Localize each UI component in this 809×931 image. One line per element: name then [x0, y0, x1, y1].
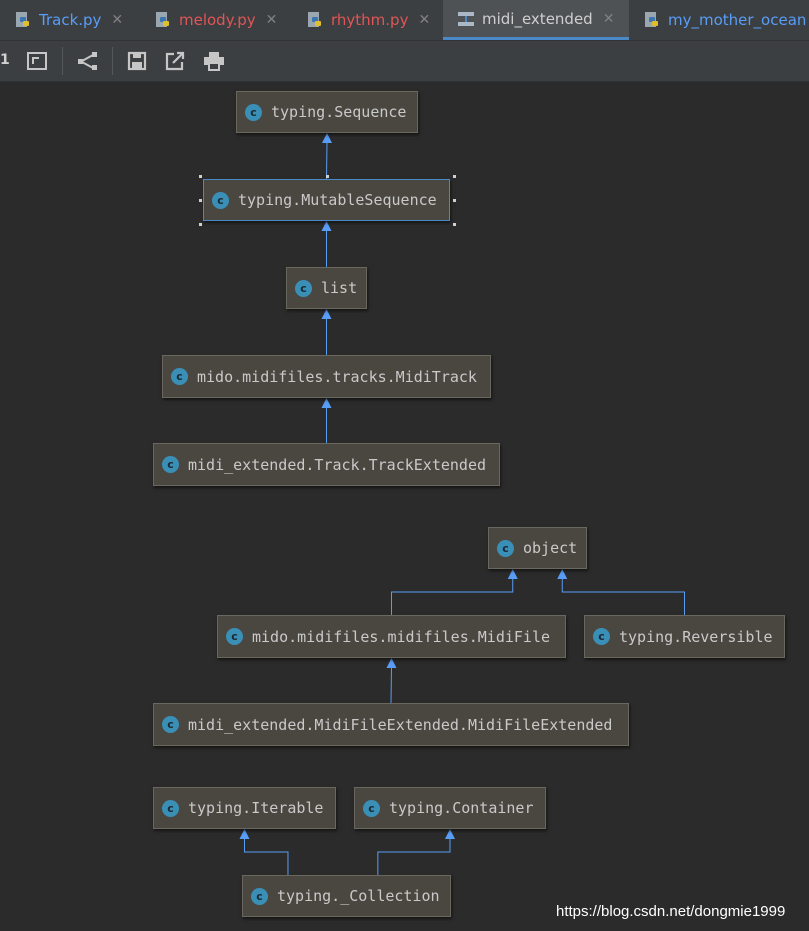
class-node-midifileextended[interactable]: c midi_extended.MidiFileExtended.MidiFil… [153, 703, 629, 746]
diagram-toolbar: 1 [0, 41, 809, 82]
class-name: object [523, 539, 578, 557]
layout-icon[interactable] [76, 51, 98, 71]
class-icon: c [363, 799, 380, 817]
tab-label: melody.py [179, 11, 256, 29]
class-node-object[interactable]: c object [488, 527, 587, 569]
diagram-file-icon [458, 11, 474, 26]
tab-label: Track.py [39, 11, 102, 29]
class-node-typing-sequence[interactable]: c typing.Sequence [236, 91, 418, 133]
tab-my-mother-ocean[interactable]: my_mother_ocean [629, 0, 809, 40]
class-icon: c [226, 628, 243, 645]
selection-handle[interactable] [326, 175, 329, 178]
close-icon[interactable]: ✕ [265, 12, 278, 28]
close-icon[interactable]: ✕ [602, 10, 615, 27]
selection-handle[interactable] [199, 223, 202, 226]
class-icon: c [295, 279, 312, 297]
python-file-icon [645, 12, 658, 27]
export-icon[interactable] [164, 51, 186, 71]
inheritance-edge [390, 665, 392, 704]
tab-label: my_mother_ocean [668, 11, 807, 29]
class-icon: c [497, 539, 514, 557]
arrowhead [321, 309, 332, 319]
class-node-typing-mutablesequence[interactable]: c typing.MutableSequence [203, 179, 450, 221]
class-name: midi_extended.MidiFileExtended.MidiFileE… [188, 715, 613, 734]
class-name: mido.midifiles.midifiles.MidiFile [252, 627, 551, 646]
class-node-typing-container[interactable]: c typing.Container [354, 787, 546, 829]
class-icon: c [171, 368, 188, 385]
class-icon: c [162, 456, 179, 473]
close-icon[interactable]: ✕ [111, 12, 124, 28]
selection-handle[interactable] [199, 199, 202, 202]
arrowhead [445, 829, 455, 839]
class-name: list [321, 279, 358, 297]
inheritance-edge [391, 577, 514, 615]
class-name: typing._Collection [277, 887, 440, 905]
class-node-miditrack[interactable]: c mido.midifiles.tracks.MidiTrack [162, 355, 491, 398]
inheritance-edges [239, 133, 685, 875]
selection-handle[interactable] [199, 175, 202, 178]
class-node-typing-iterable[interactable]: c typing.Iterable [153, 787, 336, 829]
python-file-icon [308, 12, 321, 27]
watermark: https://blog.csdn.net/dongmie1999 [556, 903, 786, 920]
class-node-typing-reversible[interactable]: c typing.Reversible [584, 615, 785, 658]
selection-handle[interactable] [453, 199, 456, 202]
class-icon: c [162, 799, 179, 817]
toolbar-separator [112, 47, 113, 75]
class-icon: c [212, 191, 229, 209]
actual-size-icon[interactable] [26, 51, 48, 71]
class-icon: c [251, 887, 268, 905]
class-icon: c [245, 103, 262, 121]
class-name: mido.midifiles.tracks.MidiTrack [197, 367, 477, 386]
inheritance-edge [561, 577, 685, 615]
class-icon: c [162, 716, 179, 733]
arrowhead [322, 133, 332, 143]
selection-handle[interactable] [453, 175, 456, 178]
arrowhead [321, 398, 332, 408]
tab-label: midi_extended [482, 9, 593, 28]
class-node-midifile[interactable]: c mido.midifiles.midifiles.MidiFile [217, 615, 566, 658]
class-name: typing.Sequence [271, 103, 407, 121]
class-name: midi_extended.Track.TrackExtended [188, 455, 487, 474]
arrowhead [557, 569, 568, 579]
arrowhead [386, 658, 397, 668]
tab-track-py[interactable]: Track.py ✕ [0, 0, 140, 40]
arrowhead [507, 569, 518, 579]
class-node-typing-collection[interactable]: c typing._Collection [242, 875, 451, 917]
class-name: typing.Iterable [188, 799, 324, 817]
python-file-icon [156, 12, 169, 27]
class-name: typing.Reversible [619, 627, 773, 646]
selection-handle[interactable] [453, 223, 456, 226]
tab-melody-py[interactable]: melody.py ✕ [140, 0, 292, 40]
class-name: typing.MutableSequence [238, 191, 437, 209]
editor-tab-bar: Track.py ✕ melody.py ✕ rhythm.py ✕ midi_… [0, 0, 809, 41]
uml-class-diagram: c typing.Sequence c typing.MutableSequen… [0, 82, 809, 931]
inheritance-edge [377, 837, 451, 875]
class-icon: c [593, 628, 610, 645]
inheritance-edge [244, 837, 289, 875]
python-file-icon [16, 12, 29, 27]
save-icon[interactable] [126, 51, 148, 71]
print-icon[interactable] [203, 51, 225, 71]
arrowhead [321, 221, 332, 231]
close-icon[interactable]: ✕ [418, 12, 431, 28]
arrowhead [239, 829, 250, 839]
class-name: typing.Container [389, 799, 534, 817]
class-node-list[interactable]: c list [286, 267, 367, 309]
tab-rhythm-py[interactable]: rhythm.py ✕ [292, 0, 443, 40]
inheritance-edge [326, 140, 328, 180]
toolbar-separator [62, 47, 63, 75]
toolbar-partial-label: 1 [0, 52, 10, 68]
class-node-trackextended[interactable]: c midi_extended.Track.TrackExtended [153, 443, 500, 486]
tab-midi-extended[interactable]: midi_extended ✕ [443, 0, 629, 40]
tab-label: rhythm.py [331, 11, 409, 29]
